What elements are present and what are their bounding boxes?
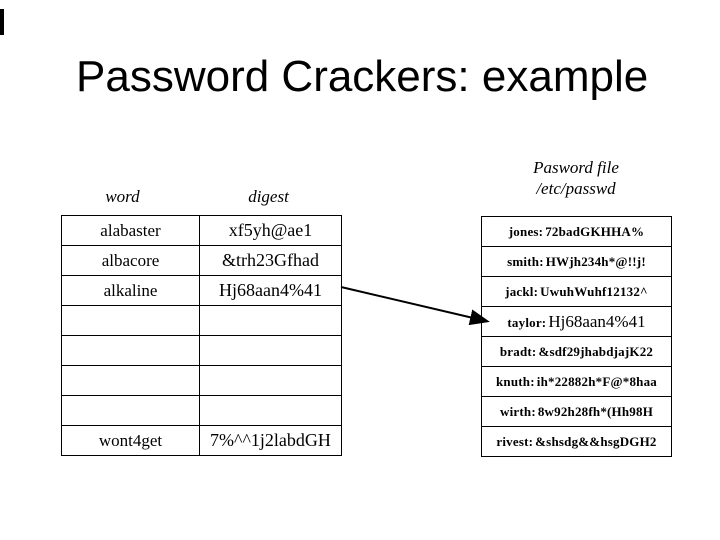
- word-cell: alabaster: [61, 215, 200, 246]
- username-label: wirth:: [499, 403, 536, 419]
- password-file-table: jones:72badGKHHA%smith:HWjh234h*@!!j!jac…: [481, 216, 672, 457]
- table-row: [61, 335, 342, 366]
- password-file-header-line1: Pasword file: [533, 158, 619, 177]
- table-row: knuth:ih*22882h*F@*8haa: [481, 366, 672, 397]
- digest-cell: xf5yh@ae1: [199, 215, 342, 246]
- digest-cell: [199, 395, 342, 426]
- passwd-entry-cell: knuth:ih*22882h*F@*8haa: [481, 366, 672, 397]
- password-file-header-line2: /etc/passwd: [536, 179, 616, 198]
- hash-value: &shsdg&&hsgDGH2: [535, 433, 657, 449]
- table-row: rivest:&shsdg&&hsgDGH2: [481, 426, 672, 457]
- passwd-entry-cell: jones:72badGKHHA%: [481, 216, 672, 247]
- table-row: [61, 305, 342, 336]
- word-cell: [61, 395, 200, 426]
- word-cell: [61, 365, 200, 396]
- word-cell: albacore: [61, 245, 200, 276]
- table-row: albacore&trh23Gfhad: [61, 245, 342, 276]
- passwd-entry-cell: jackl:UwuhWuhf12132^: [481, 276, 672, 307]
- word-cell: [61, 305, 200, 336]
- username-label: smith:: [507, 253, 544, 269]
- digest-cell: &trh23Gfhad: [199, 245, 342, 276]
- passwd-entry-cell: rivest:&shsdg&&hsgDGH2: [481, 426, 672, 457]
- page-title: Password Crackers: example: [76, 52, 649, 101]
- table-row: wirth:8w92h28fh*(Hh98H: [481, 396, 672, 427]
- hash-value: UwuhWuhf12132^: [540, 283, 648, 299]
- password-file-table-body: jones:72badGKHHA%smith:HWjh234h*@!!j!jac…: [481, 216, 672, 457]
- word-cell: [61, 335, 200, 366]
- hash-value: ih*22882h*F@*8haa: [536, 373, 658, 389]
- hash-value: 72badGKHHA%: [545, 223, 645, 239]
- table-row: [61, 365, 342, 396]
- passwd-entry-cell: wirth:8w92h28fh*(Hh98H: [481, 396, 672, 427]
- word-cell: wont4get: [61, 425, 200, 456]
- password-file-header: Pasword file /etc/passwd: [466, 157, 686, 199]
- table-row: [61, 395, 342, 426]
- digest-column-header: digest: [248, 187, 289, 206]
- digest-cell: [199, 335, 342, 366]
- username-label: jackl:: [505, 283, 539, 299]
- hash-value: 8w92h28fh*(Hh98H: [537, 403, 654, 419]
- word-column-header: word: [105, 187, 140, 206]
- username-label: taylor:: [507, 314, 547, 330]
- matched-hash-value: Hj68aan4%41: [548, 311, 646, 331]
- username-label: knuth:: [495, 373, 535, 389]
- table-row: jackl:UwuhWuhf12132^: [481, 276, 672, 307]
- hash-value: &sdf29jhabdjajK22: [538, 343, 654, 359]
- digest-cell: [199, 305, 342, 336]
- table-row: smith:HWjh234h*@!!j!: [481, 246, 672, 277]
- table-row: bradt:&sdf29jhabdjajK22: [481, 336, 672, 367]
- passwd-entry-cell: bradt:&sdf29jhabdjajK22: [481, 336, 672, 367]
- username-label: bradt:: [499, 343, 537, 359]
- word-cell: alkaline: [61, 275, 200, 306]
- table-row: taylor:Hj68aan4%41: [481, 306, 672, 337]
- username-label: rivest:: [496, 433, 534, 449]
- passwd-entry-cell: taylor:Hj68aan4%41: [481, 306, 672, 337]
- slide-edge-mark: [0, 9, 4, 35]
- arrow-line: [340, 286, 490, 326]
- digest-cell: 7%^^1j2labdGH: [199, 425, 342, 456]
- username-label: jones:: [508, 223, 544, 239]
- digest-cell: [199, 365, 342, 396]
- table-row: jones:72badGKHHA%: [481, 216, 672, 247]
- passwd-entry-cell: smith:HWjh234h*@!!j!: [481, 246, 672, 277]
- digest-cell: Hj68aan4%41: [199, 275, 342, 306]
- hash-value: HWjh234h*@!!j!: [545, 253, 646, 269]
